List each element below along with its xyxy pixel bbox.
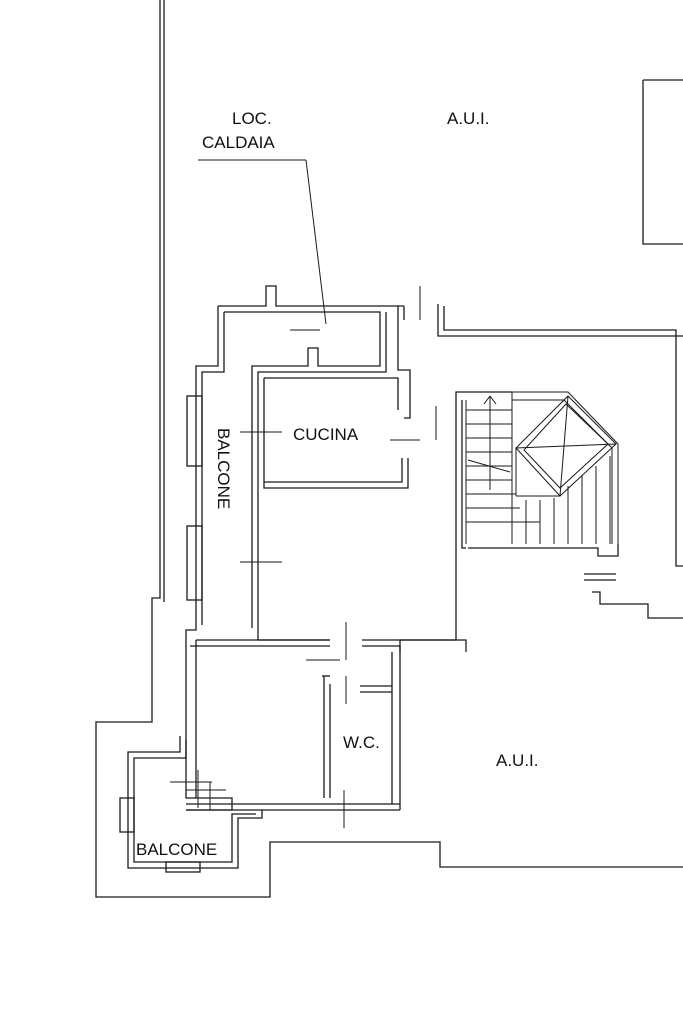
aui-top-label: A.U.I. — [447, 109, 490, 128]
balcone-left-label: BALCONE — [214, 428, 233, 509]
outer-boundary — [95, 0, 683, 898]
bottom-balcone-railing — [127, 736, 263, 869]
caldaia-leader-line — [198, 159, 327, 325]
staircase — [465, 391, 619, 544]
apartment-walls — [185, 285, 683, 811]
cucina-label: CUCINA — [293, 425, 359, 444]
window-marks — [119, 395, 203, 873]
door-marks — [170, 286, 437, 828]
balcone-bottom-label: BALCONE — [136, 840, 217, 859]
loc-caldaia-label-line2: CALDAIA — [202, 133, 275, 152]
loc-caldaia-label-line1: LOC. — [232, 109, 272, 128]
aui-bottom-label: A.U.I. — [496, 751, 539, 770]
wc-label: W.C. — [343, 733, 380, 752]
